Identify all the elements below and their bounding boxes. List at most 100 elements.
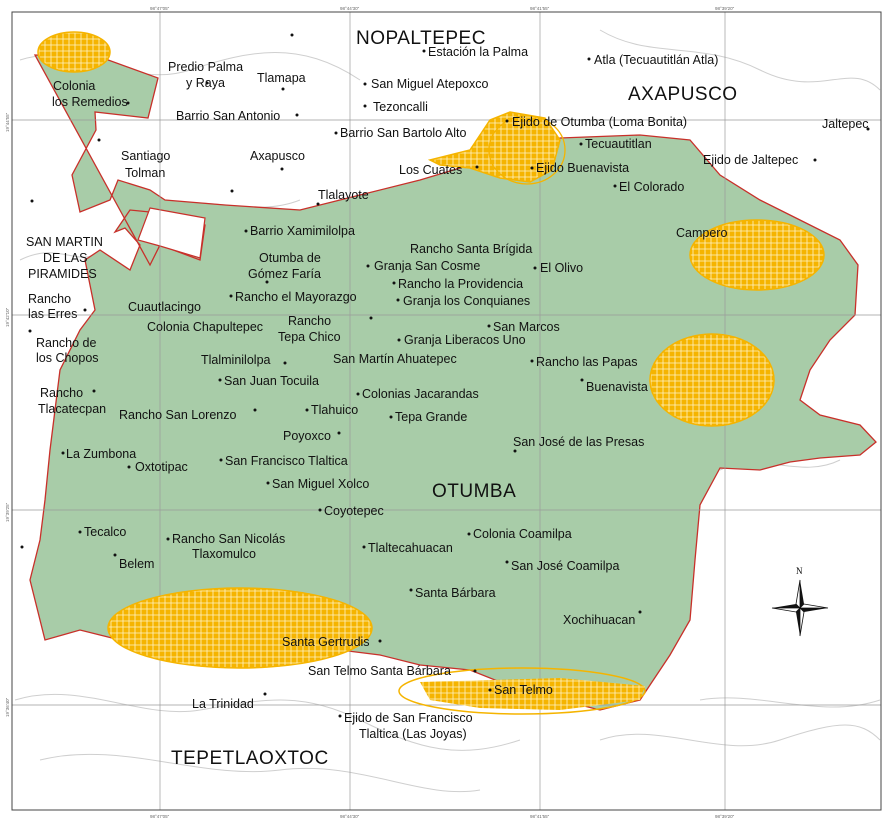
place-label: Campero: [676, 226, 727, 240]
place-label: Predio Palma: [168, 60, 243, 74]
place-label: Rancho las Papas: [536, 355, 637, 369]
region-labels: NOPALTEPEC AXAPUSCO OTUMBA TEPETLAOXTOC: [171, 28, 738, 769]
place-label: Tlalminilolpa: [201, 353, 271, 367]
place-label: Ejido de Jaltepec: [703, 153, 798, 167]
region-axapusco: AXAPUSCO: [628, 84, 738, 105]
coord-left-1: 19°44'55": [5, 112, 10, 132]
coord-top-1: 98°47'05": [150, 6, 170, 11]
region-nopaltepec: NOPALTEPEC: [356, 28, 486, 49]
excluded-area: [137, 207, 206, 259]
place-label: San Miguel Atepoxco: [371, 77, 488, 91]
region-san-martin-line3: PIRAMIDES: [28, 267, 97, 281]
coord-top-3: 98°41'55": [530, 6, 550, 11]
region-san-martin-line1: SAN MARTIN: [26, 235, 103, 249]
highlight-zones: [37, 31, 825, 715]
place-label: Tolman: [125, 166, 165, 180]
otumba-municipality-area: [29, 54, 877, 711]
place-label: San Telmo: [494, 683, 553, 697]
place-label: El Colorado: [619, 180, 684, 194]
place-label: Tlalayote: [318, 188, 369, 202]
compass-rose-icon: N: [771, 566, 829, 637]
place-label: Tecuautitlan: [585, 137, 652, 151]
place-label: Ejido de Otumba (Loma Bonita): [512, 115, 687, 129]
place-label: San Martín Ahuatepec: [333, 352, 457, 366]
place-label: los Remedios: [52, 95, 128, 109]
place-label: Tlacatecpan: [38, 402, 106, 416]
place-label: Axapusco: [250, 149, 305, 163]
place-label: Granja Liberacos Uno: [404, 333, 526, 347]
region-san-martin: SAN MARTIN DE LAS PIRAMIDES: [26, 235, 103, 281]
place-label: Barrio San Bartolo Alto: [340, 126, 467, 140]
place-label: La Zumbona: [66, 447, 136, 461]
place-label: Buenavista: [586, 380, 648, 394]
place-label: Jaltepec: [822, 117, 869, 131]
coord-left-2: 19°42'10": [5, 307, 10, 327]
place-label: Colonia: [53, 79, 95, 93]
place-label: Oxtotipac: [135, 460, 188, 474]
place-label: Rancho: [28, 292, 71, 306]
coord-top-4: 98°39'20": [715, 6, 735, 11]
place-label: Barrio San Antonio: [176, 109, 280, 123]
place-label: Atla (Tecuautitlán Atla): [594, 53, 718, 67]
place-label: Santiago: [121, 149, 170, 163]
place-label: El Olivo: [540, 261, 583, 275]
coord-bottom-3: 98°41'55": [530, 814, 550, 819]
place-label: Coyotepec: [324, 504, 384, 518]
place-label: Otumba de: [259, 251, 321, 265]
region-otumba: OTUMBA: [432, 481, 516, 502]
place-label: San Miguel Xolco: [272, 477, 369, 491]
place-label: Granja los Conquianes: [403, 294, 530, 308]
place-label: Tezoncalli: [373, 100, 428, 114]
place-label: Poyoxco: [283, 429, 331, 443]
coord-bottom-1: 98°47'05": [150, 814, 170, 819]
place-label: Colonia Chapultepec: [147, 320, 263, 334]
place-label: Xochihuacan: [563, 613, 635, 627]
place-label: La Trinidad: [192, 697, 254, 711]
place-labels: Colonia los Remedios Predio Palma y Raya…: [28, 45, 869, 741]
place-label: Rancho: [288, 314, 331, 328]
place-label: Rancho de: [36, 336, 97, 350]
place-label: San Juan Tocuila: [224, 374, 319, 388]
place-label: San Francisco Tlaltica: [225, 454, 348, 468]
place-label: Rancho: [40, 386, 83, 400]
place-label: San Telmo Santa Bárbara: [308, 664, 451, 678]
place-label: Gómez Faría: [248, 267, 321, 281]
place-label: Tlaltica (Las Joyas): [359, 727, 467, 741]
place-label: Santa Bárbara: [415, 586, 496, 600]
place-label: Colonias Jacarandas: [362, 387, 479, 401]
place-label: Tlamapa: [257, 71, 306, 85]
compass-north-label: N: [796, 566, 803, 576]
place-label: Tecalco: [84, 525, 126, 539]
place-label: Tlaltecahuacan: [368, 541, 453, 555]
coord-top-2: 98°44'30": [340, 6, 360, 11]
coord-left-4: 19°36'40": [5, 697, 10, 717]
place-label: Rancho San Lorenzo: [119, 408, 236, 422]
place-label: Tepa Chico: [278, 330, 341, 344]
place-label: Granja San Cosme: [374, 259, 480, 273]
coord-bottom-2: 98°44'30": [340, 814, 360, 819]
place-label: Estación la Palma: [428, 45, 528, 59]
place-label: Ejido de San Francisco: [344, 711, 473, 725]
map-border: [11, 11, 882, 811]
place-label: Santa Gertrudis: [282, 635, 370, 649]
region-tepetlaoxtoc: TEPETLAOXTOC: [171, 748, 329, 769]
region-san-martin-line2: DE LAS: [43, 251, 87, 265]
place-label: Ejido Buenavista: [536, 161, 629, 175]
coord-left-3: 19°39'25": [5, 502, 10, 522]
place-label: Barrio Xamimilolpa: [250, 224, 355, 238]
coordinate-labels: 98°47'05" 98°44'30" 98°41'55" 98°39'20" …: [5, 6, 735, 819]
place-label: Tepa Grande: [395, 410, 467, 424]
place-label: Tlahuico: [311, 403, 358, 417]
place-label: Rancho San Nicolás: [172, 532, 285, 546]
place-label: Colonia Coamilpa: [473, 527, 572, 541]
place-label: Belem: [119, 557, 154, 571]
place-label: Rancho Santa Brígida: [410, 242, 532, 256]
place-label: los Chopos: [36, 351, 99, 365]
place-label: Rancho el Mayorazgo: [235, 290, 357, 304]
place-label: Cuautlacingo: [128, 300, 201, 314]
coord-bottom-4: 98°39'20": [715, 814, 735, 819]
place-label: las Erres: [28, 307, 77, 321]
place-label: Rancho la Providencia: [398, 277, 523, 291]
place-label: San José de las Presas: [513, 435, 644, 449]
